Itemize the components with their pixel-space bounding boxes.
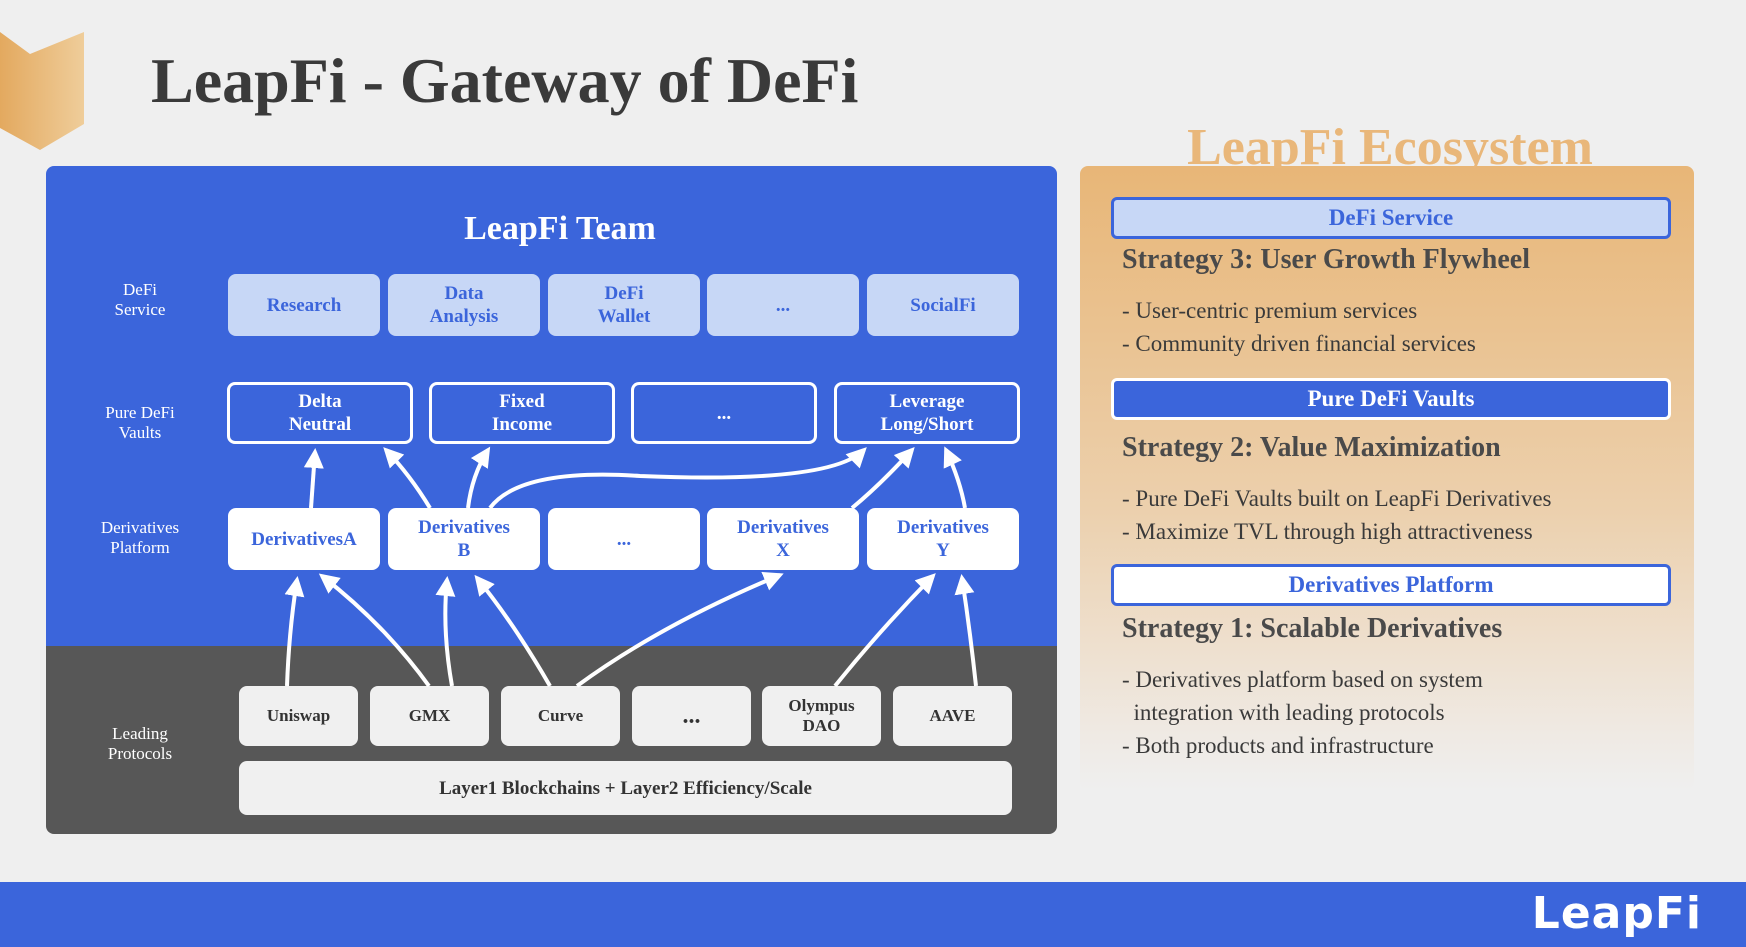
strategy-1-title: Strategy 1: Scalable Derivatives xyxy=(1122,613,1503,644)
strategy-1-bullet-2: integration with leading protocols xyxy=(1122,700,1445,725)
page-title: LeapFi - Gateway of DeFi xyxy=(151,45,859,116)
vault-more[interactable]: ... xyxy=(631,382,817,444)
protocol-gmx[interactable]: GMX xyxy=(370,686,489,746)
brand-logo-text: LeapFi xyxy=(1531,888,1702,939)
row-label-defi-service: DeFi Service xyxy=(114,280,166,319)
layer-blockchains-bar: Layer1 Blockchains + Layer2 Efficiency/S… xyxy=(239,761,1012,815)
service-defi-wallet[interactable]: DeFi Wallet xyxy=(548,274,700,336)
derivatives-y[interactable]: Derivatives Y xyxy=(867,508,1019,570)
bar-pure-defi-vaults: Pure DeFi Vaults xyxy=(1111,378,1671,420)
strategy-3-bullet-1: - User-centric premium services xyxy=(1122,298,1418,323)
strategy-2-bullet-2: - Maximize TVL through high attractivene… xyxy=(1122,519,1533,544)
strategy-3-bullet-2: - Community driven financial services xyxy=(1122,331,1476,356)
row-label-vaults: Pure DeFi Vaults xyxy=(105,403,175,442)
protocol-curve[interactable]: Curve xyxy=(501,686,620,746)
service-data-analysis[interactable]: Data Analysis xyxy=(388,274,540,336)
team-title: LeapFi Team xyxy=(464,210,656,247)
ecosystem-panel xyxy=(1080,166,1694,790)
vault-leverage-long-short[interactable]: Leverage Long/Short xyxy=(834,382,1020,444)
logo-mark-icon xyxy=(0,32,84,150)
bar-derivatives-platform: Derivatives Platform xyxy=(1111,564,1671,606)
strategy-1-bullet-1: - Derivatives platform based on system xyxy=(1122,667,1483,692)
ecosystem-title: LeapFi Ecosystem xyxy=(1187,119,1593,168)
row-label-protocols: Leading Protocols xyxy=(107,724,173,763)
service-more[interactable]: ... xyxy=(707,274,859,336)
derivatives-b[interactable]: Derivatives B xyxy=(388,508,540,570)
strategy-2-bullet-1: - Pure DeFi Vaults built on LeapFi Deriv… xyxy=(1122,486,1552,511)
protocol-uniswap[interactable]: Uniswap xyxy=(239,686,358,746)
protocol-aave[interactable]: AAVE xyxy=(893,686,1012,746)
bar-defi-service: DeFi Service xyxy=(1111,197,1671,239)
strategy-3-title: Strategy 3: User Growth Flywheel xyxy=(1122,244,1530,275)
vault-fixed-income[interactable]: Fixed Income xyxy=(429,382,615,444)
derivatives-x[interactable]: Derivatives X xyxy=(707,508,859,570)
protocol-olympus-dao[interactable]: Olympus DAO xyxy=(762,686,881,746)
derivatives-more[interactable]: ... xyxy=(548,508,700,570)
vault-delta-neutral[interactable]: Delta Neutral xyxy=(227,382,413,444)
service-socialfi[interactable]: SocialFi xyxy=(867,274,1019,336)
protocol-more[interactable]: ... xyxy=(632,686,751,746)
service-research[interactable]: Research xyxy=(228,274,380,336)
row-label-derivatives: Derivatives Platform xyxy=(100,518,180,557)
derivatives-a[interactable]: DerivativesA xyxy=(228,508,380,570)
strategy-2-title: Strategy 2: Value Maximization xyxy=(1122,432,1501,463)
footer-bar xyxy=(0,882,1746,947)
strategy-1-bullet-3: - Both products and infrastructure xyxy=(1122,733,1434,758)
